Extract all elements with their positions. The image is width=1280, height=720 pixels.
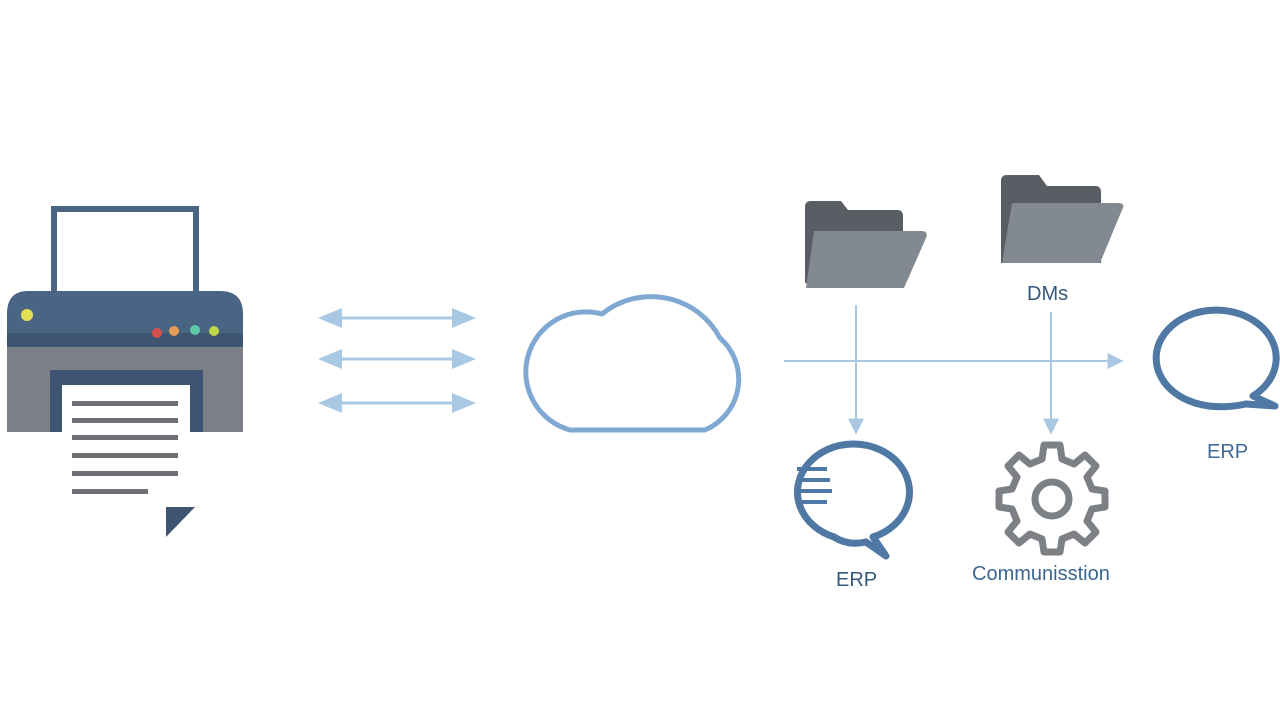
chat-bubble-icon — [794, 440, 913, 560]
erp-label-right: ERP — [1207, 441, 1249, 463]
folder-icon — [805, 201, 927, 288]
double-arrows — [318, 308, 476, 413]
folder-icon — [1001, 175, 1124, 263]
erp-label-left: ERP — [836, 569, 878, 591]
gear-icon — [995, 441, 1109, 556]
communisstion-label: Communisstion — [972, 563, 1110, 585]
dms-label: DMs — [1027, 283, 1069, 305]
chat-bubble-icon — [1152, 306, 1280, 411]
scanner-printer-icon — [7, 206, 243, 537]
cloud-icon — [523, 294, 742, 433]
connector-lines — [784, 305, 1124, 435]
